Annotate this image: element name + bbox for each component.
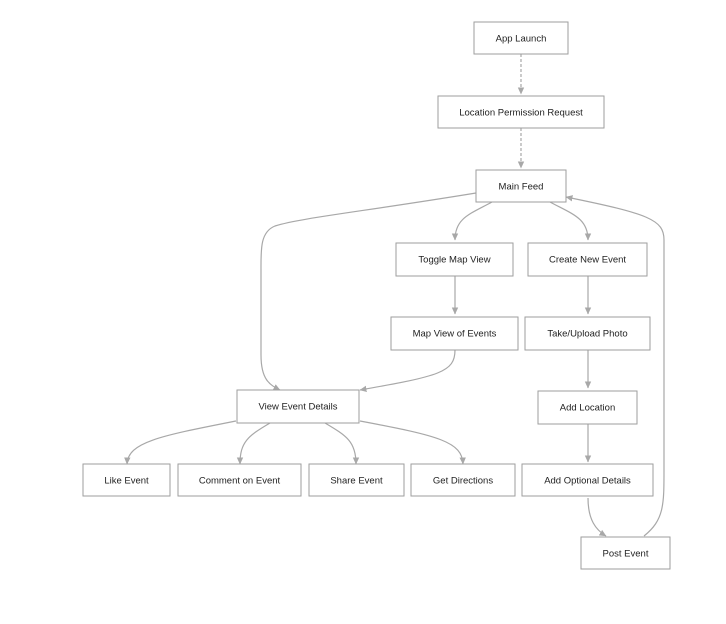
node-create-new-event-label: Create New Event xyxy=(549,255,626,266)
node-add-optional-details: Add Optional Details xyxy=(521,463,654,497)
node-share-event: Share Event xyxy=(308,463,405,497)
node-main-feed-label: Main Feed xyxy=(499,182,544,193)
node-app-launch: App Launch xyxy=(473,21,569,55)
node-app-launch-label: App Launch xyxy=(496,34,547,45)
node-add-location-label: Add Location xyxy=(560,403,615,414)
nodes: App Launch Location Permission Request M… xyxy=(82,21,671,570)
edge-main-feed-to-view-event-details xyxy=(260,192,477,391)
node-toggle-map-view: Toggle Map View xyxy=(395,242,514,277)
edge-main-feed-to-create-new-event xyxy=(549,201,592,241)
node-take-upload-photo: Take/Upload Photo xyxy=(524,316,651,351)
node-comment-on-event: Comment on Event xyxy=(177,463,302,497)
node-get-directions: Get Directions xyxy=(410,463,516,497)
node-take-upload-photo-label: Take/Upload Photo xyxy=(547,329,627,340)
node-add-location: Add Location xyxy=(537,390,638,425)
edge-main-feed-to-toggle-map-view xyxy=(451,201,493,241)
edge-post-event-to-main-feed xyxy=(565,195,665,537)
node-map-view-of-events-label: Map View of Events xyxy=(413,329,497,340)
node-comment-on-event-label: Comment on Event xyxy=(199,476,281,487)
node-share-event-label: Share Event xyxy=(330,476,383,487)
node-get-directions-label: Get Directions xyxy=(433,476,493,487)
node-post-event-label: Post Event xyxy=(603,549,649,560)
edges xyxy=(124,54,665,537)
edge-view-event-details-to-comment-on-event xyxy=(236,422,271,465)
node-toggle-map-view-label: Toggle Map View xyxy=(418,255,490,266)
node-location-permission-request: Location Permission Request xyxy=(437,95,605,129)
edge-map-view-to-view-event-details xyxy=(359,349,456,393)
edge-view-event-details-to-get-directions xyxy=(359,420,466,465)
node-create-new-event: Create New Event xyxy=(527,242,648,277)
node-location-permission-request-label: Location Permission Request xyxy=(459,108,583,119)
node-like-event-label: Like Event xyxy=(104,476,149,487)
edge-add-optional-details-to-post-event xyxy=(587,497,607,537)
node-post-event: Post Event xyxy=(580,536,671,570)
node-like-event: Like Event xyxy=(82,463,171,497)
node-main-feed: Main Feed xyxy=(475,169,567,203)
node-view-event-details-label: View Event Details xyxy=(258,402,337,413)
edge-view-event-details-to-share-event xyxy=(324,422,360,465)
node-view-event-details: View Event Details xyxy=(236,389,360,424)
node-map-view-of-events: Map View of Events xyxy=(390,316,519,351)
node-add-optional-details-label: Add Optional Details xyxy=(544,476,631,487)
edge-view-event-details-to-like-event xyxy=(124,420,237,465)
